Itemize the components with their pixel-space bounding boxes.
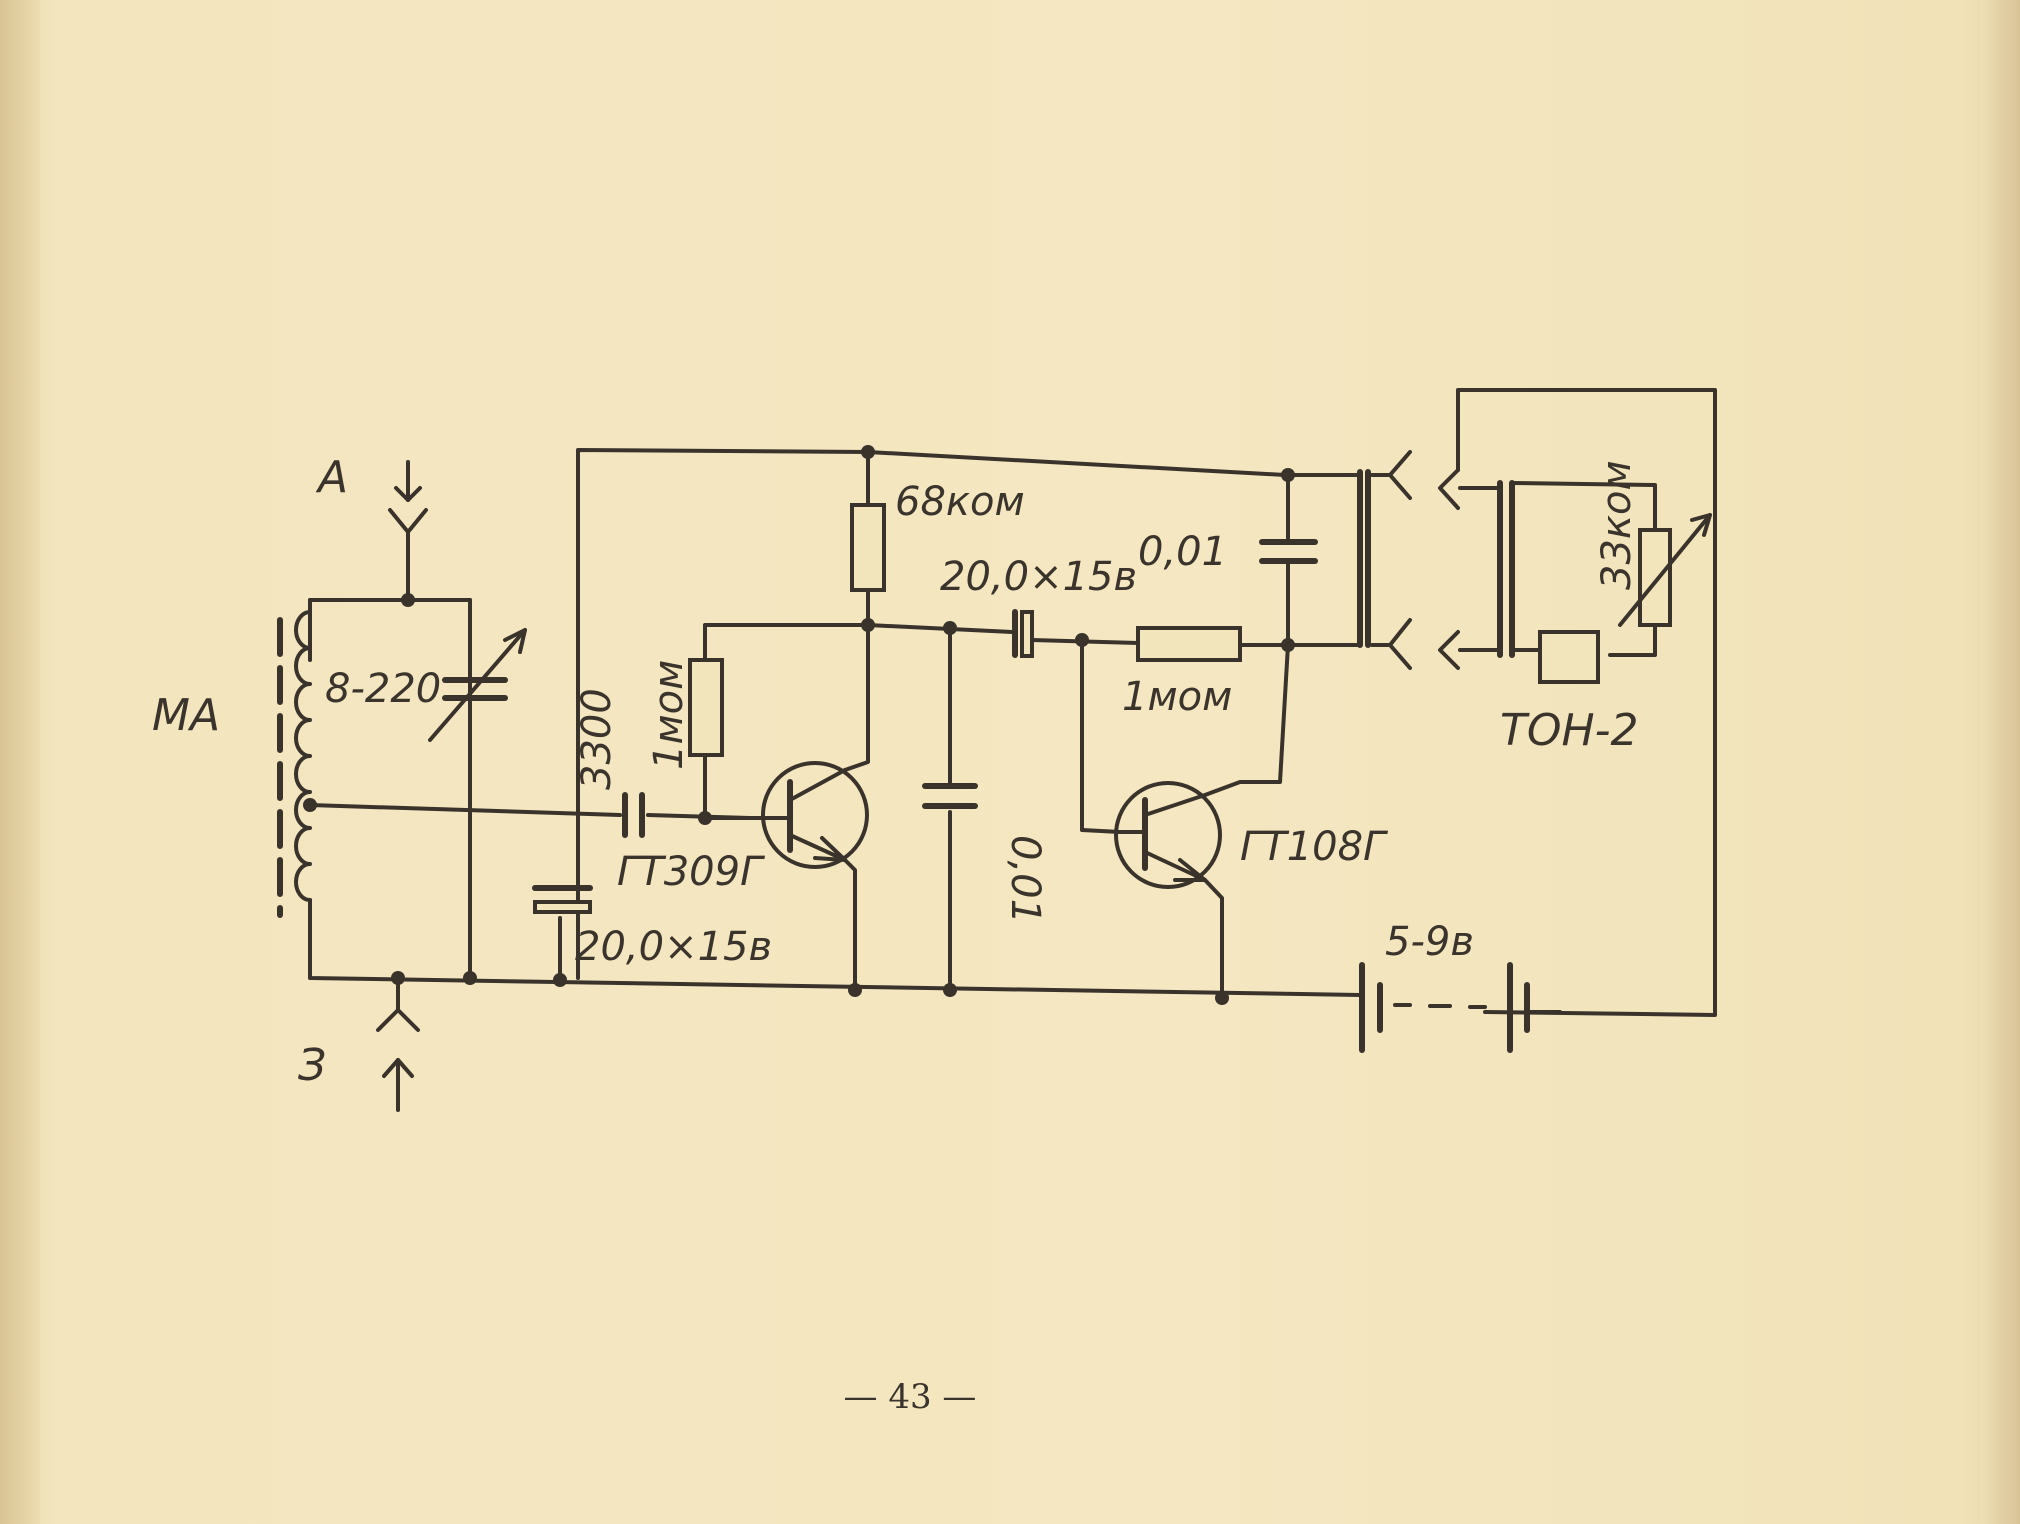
label-cap-001-mid: 0,01 bbox=[1002, 835, 1048, 924]
label-tuning-cap: 8-220 bbox=[325, 666, 441, 712]
headphone-jack bbox=[1357, 450, 1460, 670]
antenna-symbol bbox=[388, 460, 428, 602]
capacitor-filter bbox=[532, 885, 593, 914]
label-coil: МА bbox=[152, 690, 220, 741]
label-battery: 5-9в bbox=[1385, 919, 1474, 965]
label-bias-res-1: 1мом bbox=[646, 660, 692, 770]
label-transistor-1: ГТ309Г bbox=[617, 849, 765, 895]
page-binding-right bbox=[1980, 0, 2020, 1524]
earphone-capsule bbox=[1538, 630, 1600, 684]
label-cap-3300: 3300 bbox=[574, 688, 620, 790]
capacitor-001-top bbox=[1259, 539, 1318, 564]
label-transistor-2: ГТ108Г bbox=[1240, 824, 1388, 870]
label-ground: З bbox=[298, 1040, 326, 1091]
label-load-res: 68ком bbox=[895, 479, 1025, 525]
capacitor-001-mid bbox=[922, 783, 978, 809]
transistor-gt309g bbox=[761, 761, 869, 869]
label-cap-filter: 20,0×15в bbox=[575, 924, 772, 970]
label-volume-res: 33ком bbox=[1594, 460, 1640, 590]
ferrite-coil bbox=[277, 598, 312, 918]
transistor-gt108g bbox=[1114, 781, 1222, 889]
label-bias-res-2: 1мом bbox=[1122, 674, 1232, 720]
capacitor-coupling bbox=[1012, 609, 1034, 658]
junction-dots bbox=[303, 445, 1295, 1005]
label-coupling-cap: 20,0×15в bbox=[940, 554, 1137, 600]
label-antenna: А bbox=[315, 452, 348, 503]
resistor-1mohm-2 bbox=[1136, 626, 1242, 662]
page-number: — 43 — bbox=[844, 1377, 977, 1417]
label-headphones: ТОН-2 bbox=[1500, 705, 1638, 756]
volume-resistor-33k bbox=[1638, 528, 1672, 627]
resistor-68k bbox=[850, 503, 886, 592]
label-cap-001-top: 0,01 bbox=[1138, 529, 1227, 575]
resistor-1mohm-bias bbox=[688, 658, 724, 757]
page-binding-left bbox=[0, 0, 40, 1524]
battery-5-9v bbox=[1359, 962, 1562, 1053]
tuning-capacitor bbox=[428, 598, 527, 980]
capacitor-3300 bbox=[622, 792, 645, 838]
ground-symbol bbox=[376, 978, 420, 1112]
headphone-ton2 bbox=[1458, 480, 1712, 684]
